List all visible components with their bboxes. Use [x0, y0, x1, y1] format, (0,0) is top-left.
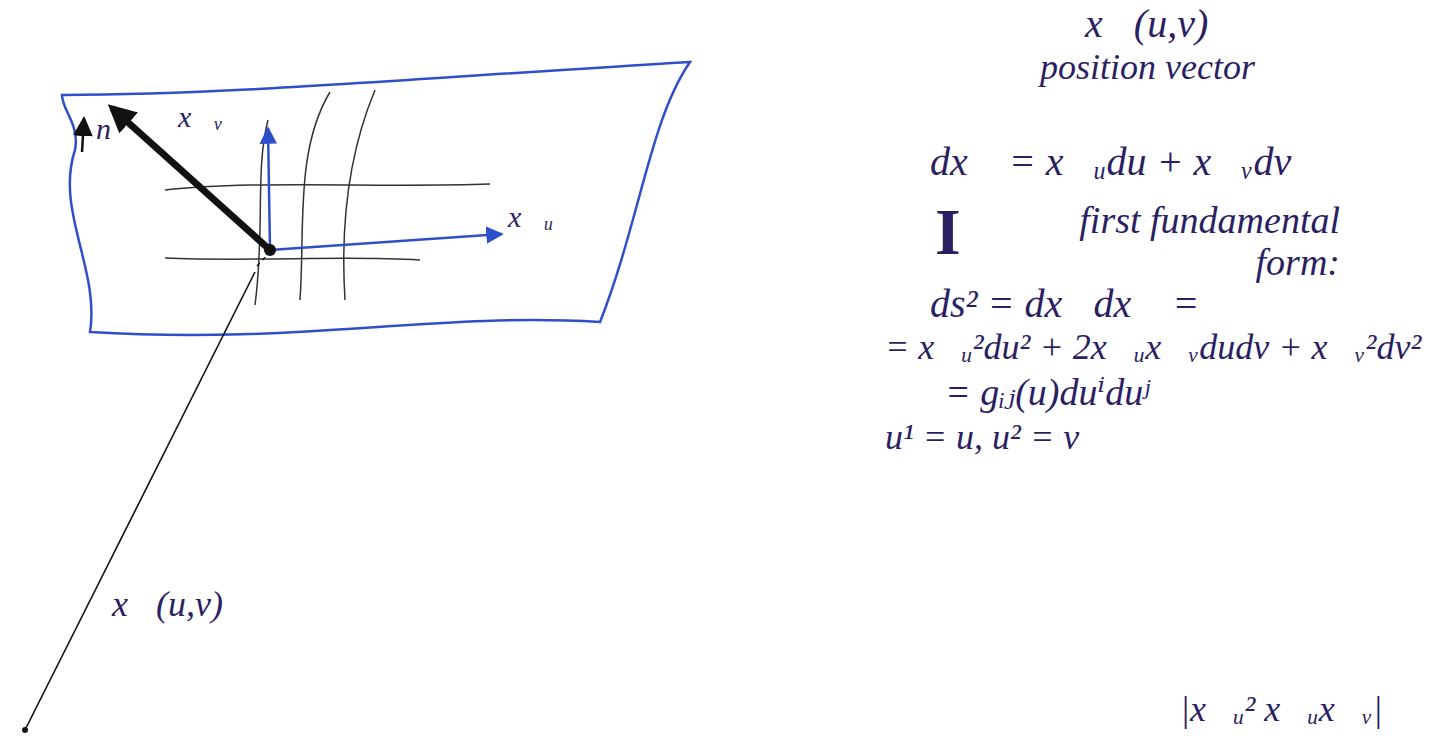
vector-label: n: [96, 112, 111, 145]
position-vector-hidden: [257, 254, 268, 266]
note-text: position vector: [1040, 48, 1255, 88]
position-vector: [25, 272, 255, 730]
formula-text: = gᵢⱼ(u)duⁱduʲ: [945, 372, 1149, 414]
form-numeral: I: [935, 196, 961, 269]
normal-arrow: [82, 118, 84, 152]
formula-text: dx⃗ = x⃗ᵤdu + x⃗ᵥdv: [930, 140, 1291, 184]
tangent-vector-v: [268, 128, 270, 250]
surface-point: [264, 244, 276, 256]
formula-text: = x⃗ᵤ²du² + 2x⃗ᵤx⃗ᵥdudv + x⃗ᵥ²dv²: [885, 328, 1421, 368]
surface-outline: [62, 62, 690, 335]
vector-label: x⃗ᵤ: [508, 200, 553, 233]
formula-text: u¹ = u, u² = v: [885, 418, 1079, 458]
coordinate-label: x⃗(u,v): [112, 585, 223, 625]
formula-text: ds² = dx⃗dx⃗ =: [930, 282, 1199, 326]
coordinate-label: x⃗(u,v): [1085, 2, 1208, 46]
tangent-vector-u: [270, 234, 502, 250]
matrix-text: |x⃗ᵤ² x⃗ᵤx⃗ᵥ|: [1180, 690, 1383, 730]
heading-text: first fundamental form:: [1010, 200, 1340, 284]
vector-label: x⃗ᵥ: [178, 100, 223, 133]
